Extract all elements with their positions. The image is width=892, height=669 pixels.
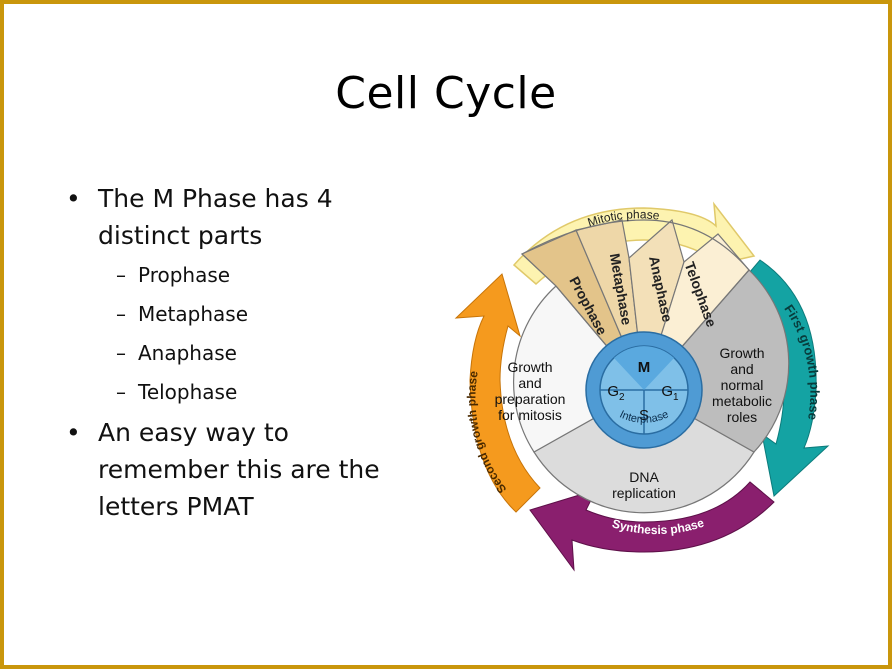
subbullet-item: – Metaphase [64, 295, 414, 334]
slide-title: Cell Cycle [335, 68, 557, 119]
cell-cycle-diagram: Prophase Metaphase Anaphase Telophase Gr… [454, 201, 830, 572]
second-growth-phase-arrow [454, 273, 541, 513]
subbullet-dash: – [116, 341, 126, 365]
g2-phase-sector [512, 285, 645, 453]
svg-text:metabolic: metabolic [712, 393, 772, 409]
center-s: S [639, 407, 649, 424]
bullet-dot: • [66, 184, 81, 213]
bullet-item: • An easy way to remember this are the l… [64, 414, 414, 525]
bullet-item: • The M Phase has 4 distinct parts [64, 180, 414, 254]
s-phase-sector [533, 389, 755, 514]
subbullet-text: Telophase [138, 380, 238, 404]
s-description: DNA replication [612, 469, 676, 501]
subbullet-dash: – [116, 380, 126, 404]
center-m: M [638, 359, 651, 376]
svg-text:for mitosis: for mitosis [498, 407, 562, 423]
svg-text:roles: roles [727, 409, 757, 425]
m-quadrant [614, 346, 674, 390]
g2-description: Growth and preparation for mitosis [495, 359, 566, 423]
synthesis-phase-arrow [529, 481, 775, 572]
subbullet-item: – Prophase [64, 256, 414, 295]
svg-text:preparation: preparation [495, 391, 566, 407]
bullet-list: • The M Phase has 4 distinct parts – Pro… [64, 180, 414, 525]
subbullet-dash: – [116, 263, 126, 287]
subbullet-item: – Telophase [64, 373, 414, 412]
subbullet-dash: – [116, 302, 126, 326]
m-phase-block [520, 219, 750, 391]
bullet-text: An easy way to [98, 418, 289, 447]
g1-description: Growth and normal metabolic roles [712, 345, 772, 425]
bullet-text: letters PMAT [98, 492, 254, 521]
center-g1: G1 [661, 383, 679, 403]
svg-text:normal: normal [721, 377, 764, 393]
svg-text:DNA: DNA [629, 469, 659, 485]
svg-text:Growth: Growth [719, 345, 764, 361]
center-g2: G2 [607, 383, 625, 403]
svg-text:and: and [730, 361, 753, 377]
bullet-text: distinct parts [98, 221, 263, 250]
svg-text:and: and [518, 375, 541, 391]
subbullet-item: – Anaphase [64, 334, 414, 373]
bullet-text: remember this are the [98, 455, 380, 484]
subbullet-text: Prophase [138, 263, 231, 287]
bullet-dot: • [66, 418, 81, 447]
subbullet-text: Anaphase [138, 341, 237, 365]
bullet-text: The M Phase has 4 [98, 184, 333, 213]
interphase-label: Interphase [618, 408, 671, 425]
svg-text:replication: replication [612, 485, 676, 501]
subbullet-text: Metaphase [138, 302, 249, 326]
svg-text:Growth: Growth [507, 359, 552, 375]
